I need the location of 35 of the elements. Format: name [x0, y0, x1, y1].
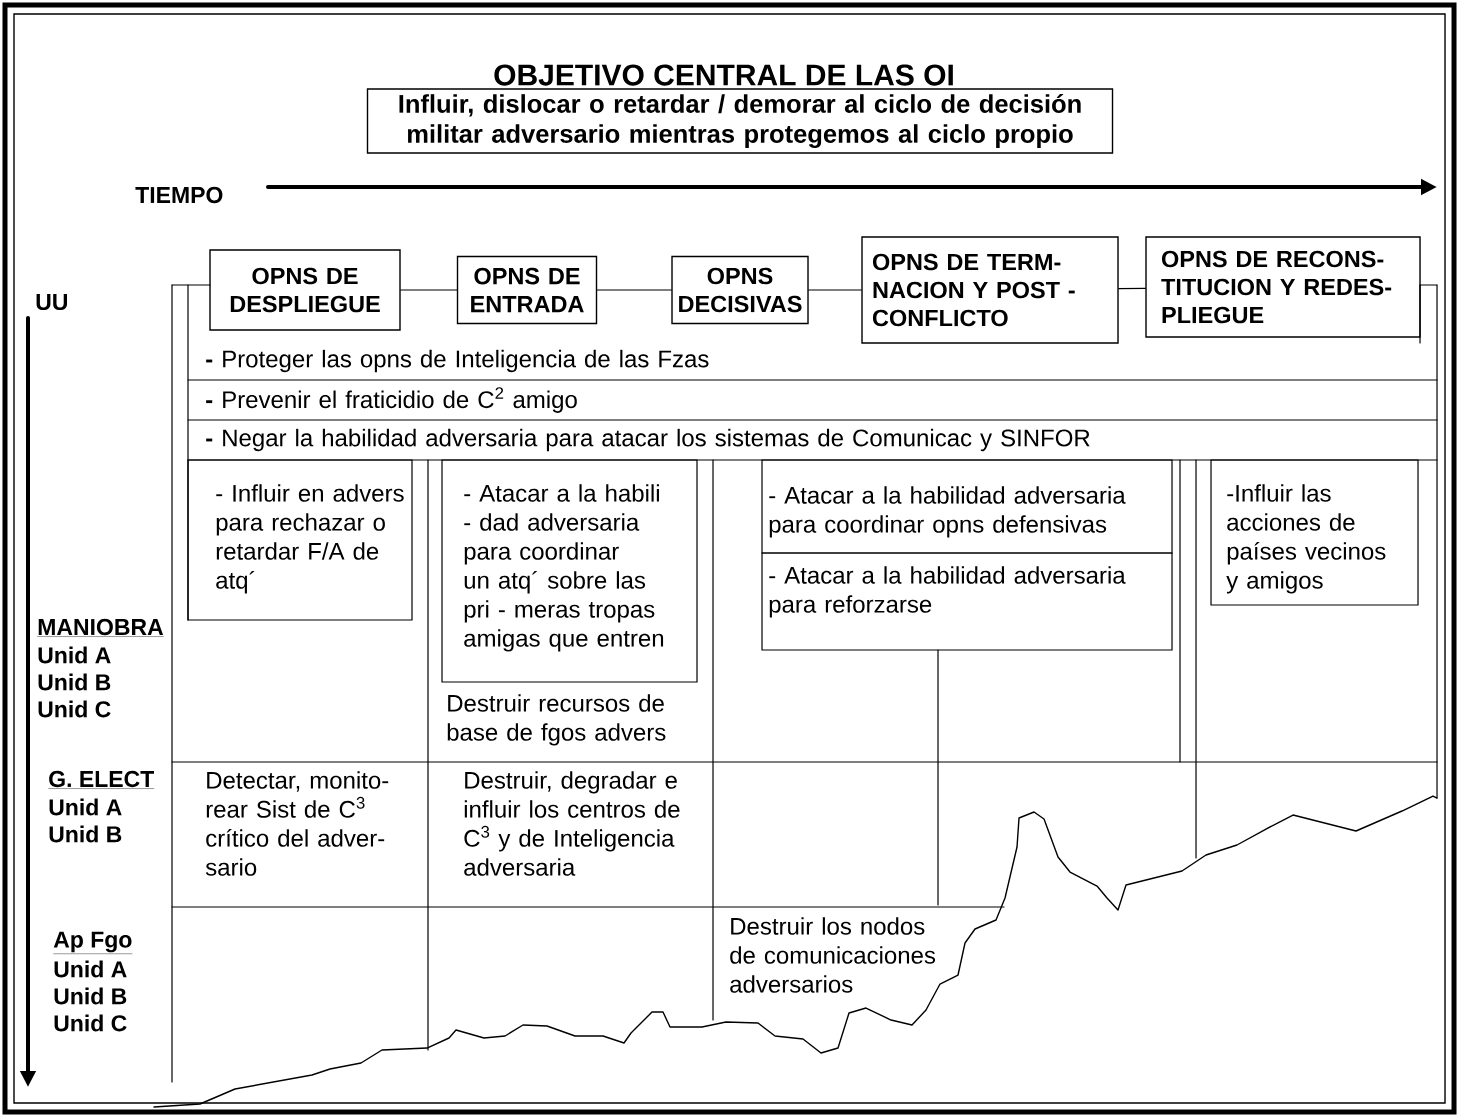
task-box: - Atacar a la habilidad adversaria para reforzarse — [761, 552, 1173, 651]
connector-line — [1118, 287, 1146, 290]
row-heading: G. ELECT — [48, 770, 155, 789]
row-heading: Ap Fgo — [53, 931, 133, 954]
title: OBJETIVO CENTRAL DE LAS OI — [494, 64, 953, 86]
unit-label: Unid B — [38, 673, 111, 691]
cell-text: Destruir, degradar e influir los centros de C$^{3}$ y de Inteligencia adversaria — [464, 771, 680, 876]
phase-box: OPNS DECISIVAS — [671, 255, 809, 325]
phase-box: OPNS DE ENTRADA — [456, 255, 598, 325]
connector-line — [808, 289, 862, 291]
row-text: - Negar la habilidad adversaria para atacar los sistemas de Comunicac y SINFOR — [206, 428, 1090, 452]
axis-label: TIEMPO — [135, 186, 223, 204]
row-heading: MANIOBRA — [37, 618, 164, 637]
objective-box: Influir, dislocar o retardar / demorar al ciclo de decisión militar adversario mientras protegemos al ciclo propio — [366, 88, 1114, 154]
axis-label: UU — [36, 294, 67, 311]
task-box: -Influir las acciones de países vecinos y amigos — [1210, 459, 1419, 606]
row-text: - Proteger las opns de Inteligencia de las Fzas — [206, 349, 709, 373]
unit-label: Unid A — [38, 646, 111, 664]
connector-line — [596, 289, 672, 291]
task-box: - Influir en advers para rechazar o retardar F/A de atq´ — [187, 459, 413, 621]
connector-line — [400, 289, 458, 291]
unit-label: Unid B — [54, 987, 127, 1005]
phase-box: OPNS DE RECONS- TITUCION Y REDES- PLIEGUE — [1145, 236, 1421, 338]
phase-box: OPNS DE DESPLIEGUE — [209, 249, 401, 331]
unit-label: Unid A — [54, 960, 127, 978]
unit-label: Unid A — [49, 798, 122, 816]
row-text: - Prevenir el fraticidio de C$^{2}$ amigo — [206, 387, 577, 413]
unit-label: Unid C — [38, 700, 111, 718]
cell-text: Destruir los nodos de comunicaciones adversarios — [730, 917, 936, 993]
unit-label: Unid B — [49, 825, 122, 843]
unit-label: Unid C — [54, 1014, 127, 1032]
phase-box: OPNS DE TERM- NACION Y POST - CONFLICTO — [861, 236, 1119, 344]
task-box: - Atacar a la habili - dad adversaria para coordinar un atq´ sobre las pri - meras tropas amigas que entren — [441, 459, 698, 683]
cell-text: Detectar, monito- rear Sist de C$^{3}$ crítico del adver- sario — [205, 771, 389, 876]
task-box: - Atacar a la habilidad adversaria para coordinar opns defensivas — [761, 459, 1173, 554]
